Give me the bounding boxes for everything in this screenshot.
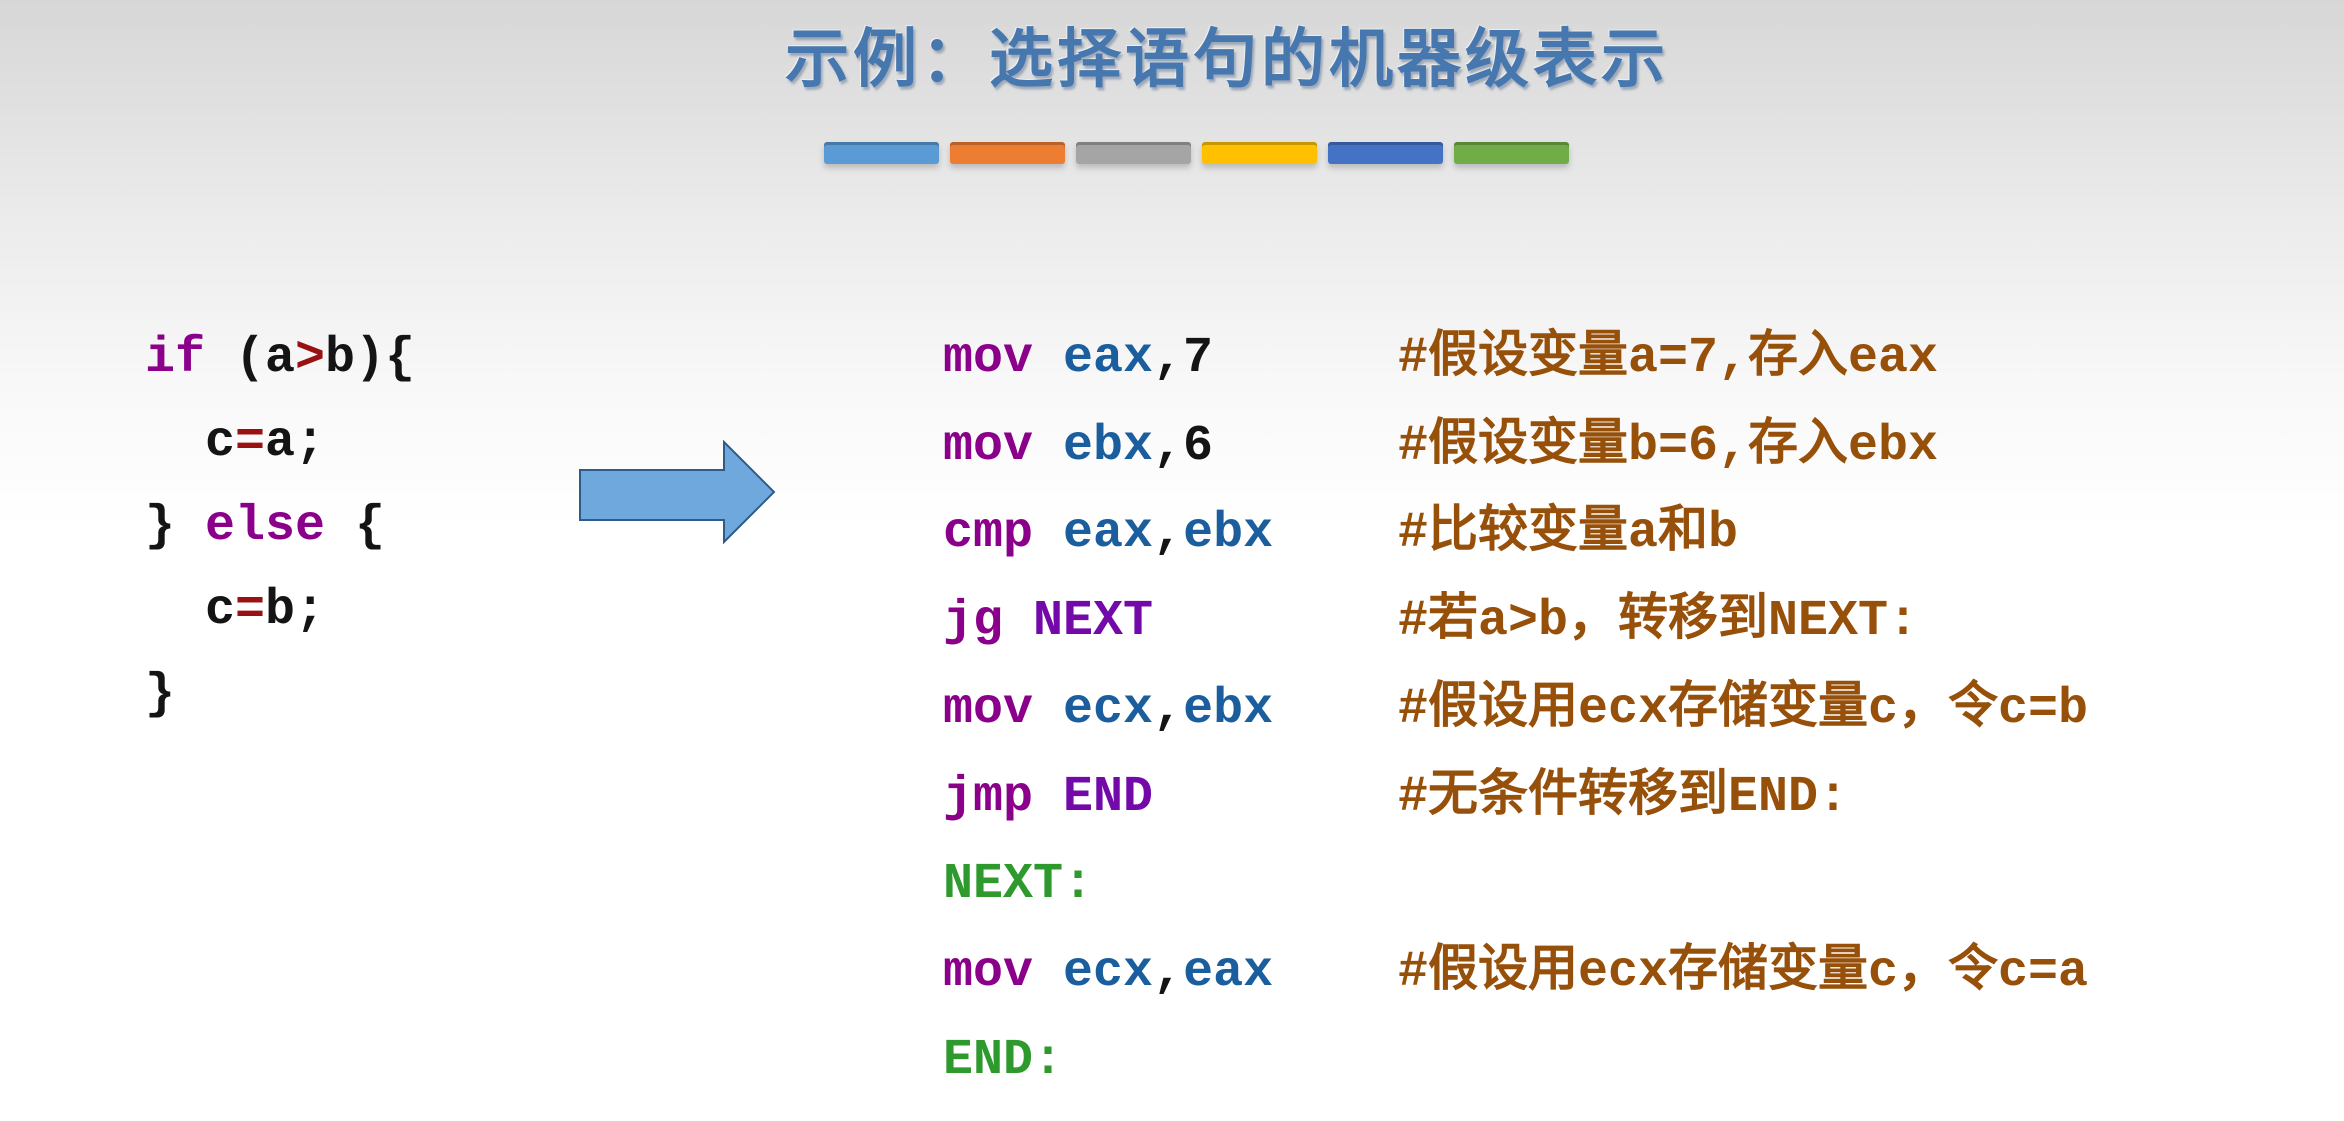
c-code-line: c=a; <box>145 414 326 471</box>
asm-comment: #假设用ecx存储变量c，令c=a <box>1398 943 2089 1001</box>
asm-instruction: mov ecx,eax <box>943 943 1274 1001</box>
asm-comment: #假设用ecx存储变量c，令c=b <box>1398 680 2089 738</box>
asm-instruction: cmp eax,ebx <box>943 505 1274 563</box>
divider-bar <box>1076 142 1191 164</box>
asm-line: jmp END #无条件转移到END: <box>943 754 2088 842</box>
asm-line: mov eax,7 #假设变量a=7,存入eax <box>943 315 2088 403</box>
asm-line: jg NEXT #若a>b，转移到NEXT: <box>943 578 2088 666</box>
asm-instruction: mov ecx,ebx <box>943 680 1274 738</box>
divider-bars <box>824 142 1569 164</box>
c-code-line: if (a>b){ <box>145 330 416 387</box>
right-arrow-icon <box>579 440 776 544</box>
c-code-line: } <box>145 666 176 723</box>
asm-instruction: jmp END <box>943 768 1154 826</box>
page-title: 示例：选择语句的机器级表示 <box>785 24 1669 95</box>
divider-bar <box>950 142 1065 164</box>
asm-comment: #假设变量a=7,存入eax <box>1398 330 1939 387</box>
asm-comment: #假设变量b=6,存入ebx <box>1398 417 1939 475</box>
asm-instruction: mov eax,7 <box>943 330 1214 387</box>
asm-comment: #若a>b，转移到NEXT: <box>1398 593 1919 651</box>
asm-line: mov ebx,6 #假设变量b=6,存入ebx <box>943 403 2088 491</box>
c-code-line: } else { <box>145 498 386 555</box>
assembly-block: mov eax,7 #假设变量a=7,存入eax mov ebx,6 #假设变量b=6… <box>943 315 2088 1104</box>
asm-line: cmp eax,ebx #比较变量a和b <box>943 490 2088 578</box>
asm-instruction: jg NEXT <box>943 593 1154 651</box>
divider-bar <box>1454 142 1569 164</box>
asm-instruction: mov ebx,6 <box>943 417 1214 475</box>
asm-instruction: END: <box>943 1031 1064 1089</box>
divider-bar <box>1202 142 1317 164</box>
divider-bar <box>1328 142 1443 164</box>
divider-bar <box>824 142 939 164</box>
c-code-block: if (a>b){ c=a; } else { c=b;} <box>145 317 415 737</box>
c-code-line: c=b; <box>145 582 326 639</box>
asm-comment: #无条件转移到END: <box>1398 768 1849 826</box>
asm-line: NEXT: <box>943 841 2088 929</box>
asm-comment: #比较变量a和b <box>1398 505 1739 563</box>
asm-line: mov ecx,eax #假设用ecx存储变量c，令c=a <box>943 929 2088 1017</box>
asm-instruction: NEXT: <box>943 856 1094 914</box>
asm-line: END: <box>943 1017 2088 1105</box>
asm-line: mov ecx,ebx #假设用ecx存储变量c，令c=b <box>943 666 2088 754</box>
